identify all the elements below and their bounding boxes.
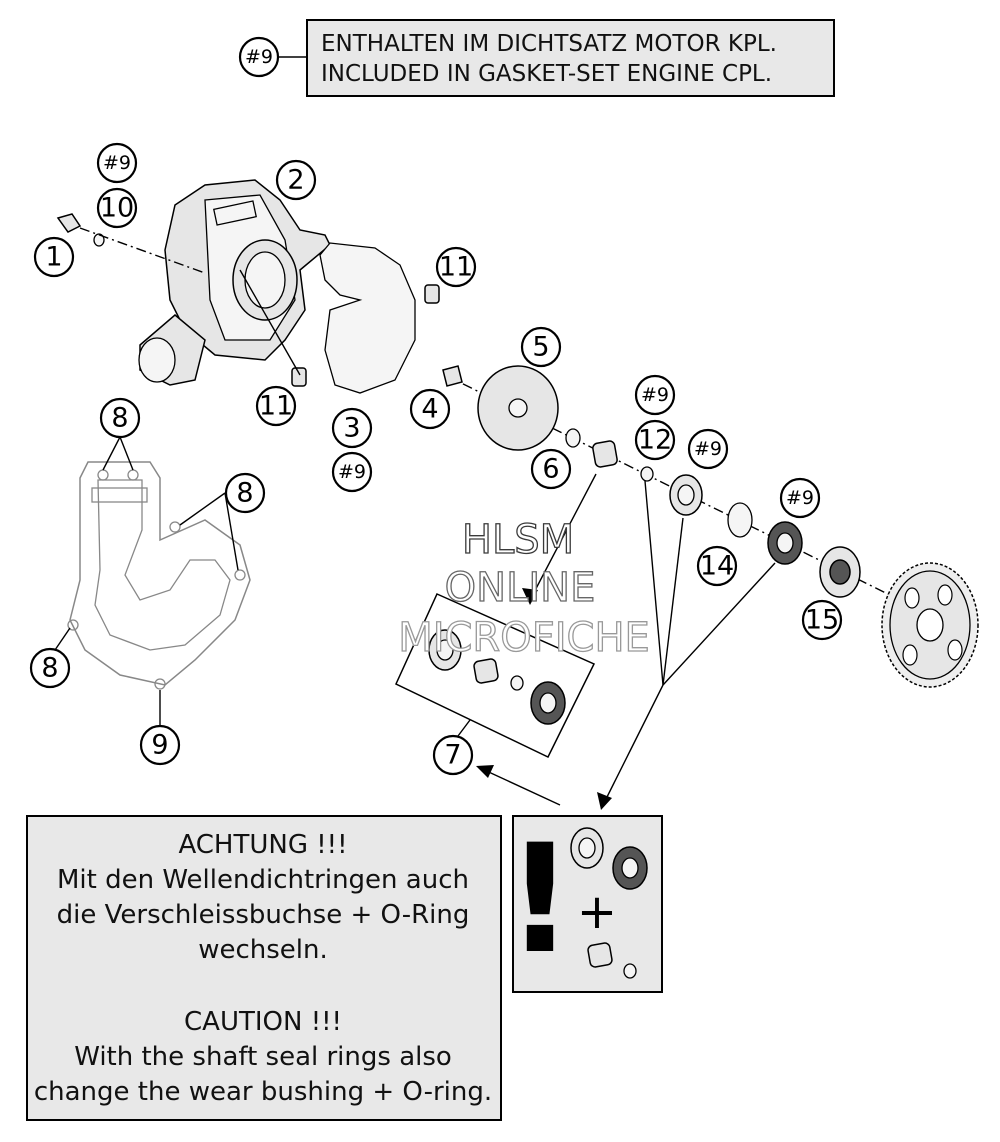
pump-cover	[138, 179, 331, 386]
kit-7	[395, 593, 596, 758]
callout-circle	[96, 142, 138, 184]
washer-6	[565, 428, 581, 448]
callout-circle	[409, 388, 451, 430]
callout-3: 3	[343, 413, 360, 444]
callout-1: 1	[45, 242, 62, 273]
callout-circle	[33, 236, 75, 278]
callout-circle	[801, 599, 843, 641]
callout-circle	[696, 545, 738, 587]
exclamation-icon: !	[506, 813, 574, 987]
callout-h9-a: #9	[103, 152, 131, 174]
callout-6: 6	[542, 454, 559, 485]
callout-4: 4	[421, 394, 438, 425]
o-ring-12	[640, 466, 654, 482]
caution-en-line-2: change the wear bushing + O-ring.	[34, 1077, 492, 1107]
callout-circle	[96, 187, 138, 229]
caution-note: ACHTUNG !!! Mit den Wellendichtringen au…	[26, 815, 502, 1121]
callout-circle	[687, 428, 729, 470]
callout-7: 7	[444, 740, 461, 771]
callout-circle	[331, 407, 373, 449]
watermark: HLSM ONLINE MICROFICHE	[398, 516, 651, 661]
callout-h9-c: #9	[641, 384, 669, 406]
plus-icon: +	[577, 884, 617, 940]
callout-9: 9	[151, 730, 168, 761]
callout-circle	[634, 419, 676, 461]
drive-gear	[881, 562, 979, 688]
callout-8-a: 8	[111, 403, 128, 434]
callouts: #9 10 1 2 11 11 3 #9 4 5 6 #9 12 #9 #9 1…	[29, 142, 843, 776]
callout-14: 14	[700, 551, 734, 582]
notice-symbol: ! +	[506, 813, 663, 993]
watermark-line-2: ONLINE	[445, 565, 596, 611]
header-ref-label: #9	[245, 46, 273, 68]
callout-2: 2	[287, 165, 304, 196]
callout-circle	[224, 472, 266, 514]
circlip-14	[727, 502, 753, 538]
callout-circle	[139, 724, 181, 766]
callout-11-b: 11	[259, 391, 293, 422]
caution-box	[26, 815, 502, 1121]
callout-15: 15	[805, 605, 839, 636]
callout-circle	[331, 451, 373, 493]
caution-en-title: CAUTION !!!	[184, 1007, 342, 1037]
header-line-2: INCLUDED IN GASKET-SET ENGINE CPL.	[321, 61, 772, 87]
callout-5: 5	[532, 332, 549, 363]
callout-circle	[99, 397, 141, 439]
callout-circle	[432, 734, 474, 776]
header-box	[306, 19, 835, 97]
callout-10: 10	[100, 193, 134, 224]
callout-11-a: 11	[439, 252, 473, 283]
callout-circle	[255, 385, 297, 427]
callout-circle	[435, 246, 477, 288]
callout-12: 12	[638, 425, 672, 456]
caution-de-line-3: wechseln.	[198, 935, 328, 965]
header-note: ENTHALTEN IM DICHTSATZ MOTOR KPL. INCLUD…	[238, 19, 835, 97]
dowel-11-a	[424, 284, 440, 304]
callout-8-b: 8	[236, 478, 253, 509]
watermark-line-1: HLSM	[462, 517, 574, 563]
header-ref-circle	[238, 36, 280, 78]
wear-bushing	[592, 440, 618, 468]
callout-circle	[275, 159, 317, 201]
header-line-1: ENTHALTEN IM DICHTSATZ MOTOR KPL.	[321, 31, 777, 57]
caution-de-line-2: die Verschleissbuchse + O-Ring	[57, 900, 470, 930]
gasket-3	[319, 242, 416, 394]
callout-circle	[530, 448, 572, 490]
callout-h9-d: #9	[694, 438, 722, 460]
caution-de-title: ACHTUNG !!!	[178, 830, 347, 860]
callout-circle	[779, 477, 821, 519]
bolt-4	[442, 365, 463, 387]
callout-circle	[520, 326, 562, 368]
callout-h9-e: #9	[786, 487, 814, 509]
bolt-and-washer	[56, 213, 206, 274]
callout-h9-b: #9	[338, 461, 366, 483]
watermark-line-3: MICROFICHE	[398, 615, 650, 661]
callout-circle	[29, 647, 71, 689]
dowel-11-b	[291, 367, 307, 387]
callout-circle	[634, 374, 676, 416]
callout-8-c: 8	[41, 653, 58, 684]
cover-gasket-outline	[67, 461, 251, 690]
caution-de-line-1: Mit den Wellendichtringen auch	[57, 865, 469, 895]
caution-en-line-1: With the shaft seal rings also	[74, 1042, 452, 1072]
